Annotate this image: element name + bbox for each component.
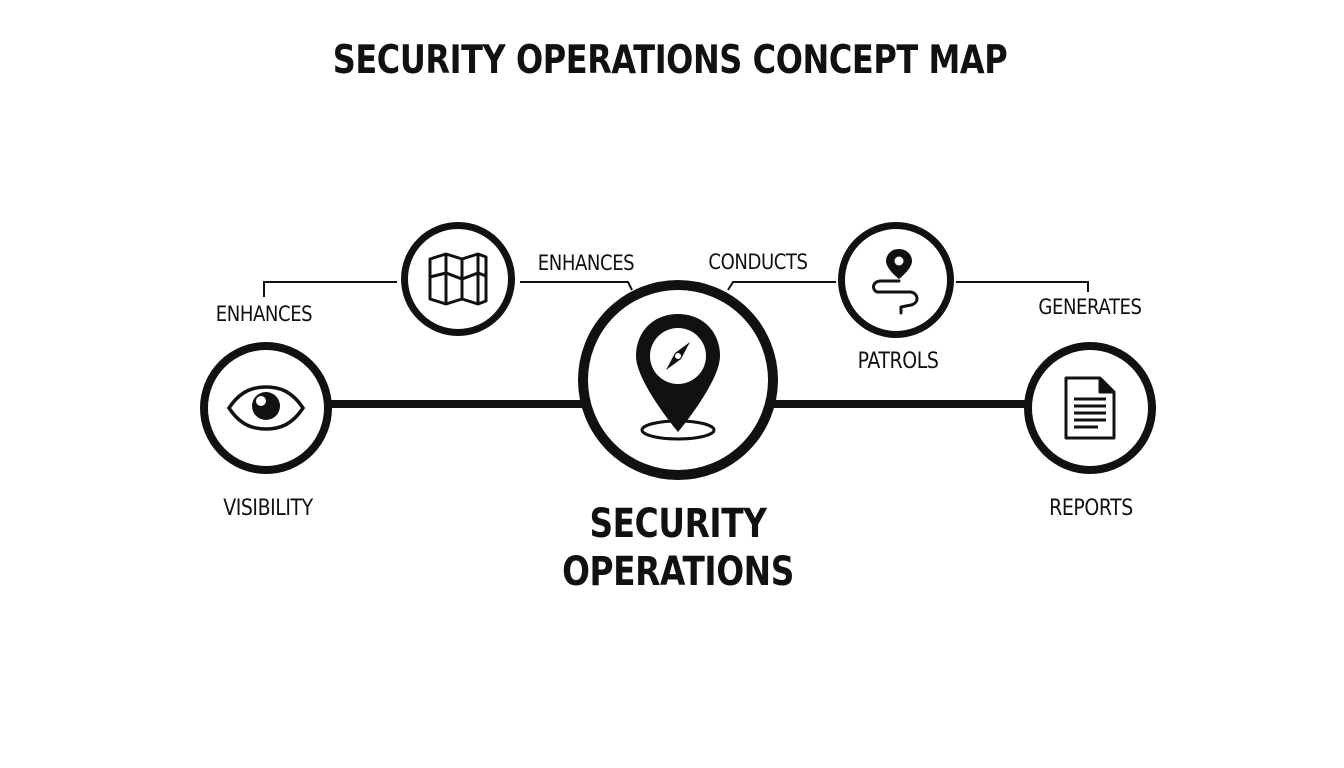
node-label-security-operations: SECURITY OPERATIONS [562,500,794,596]
node-label-patrols: PATROLS [857,349,939,374]
link-center-patrols [727,281,836,291]
link-visibility-map [263,281,397,297]
edge-label-visibility-map: ENHANCES [215,302,313,326]
node-label-visibility: VISIBILITY [223,496,313,521]
node-reports [1024,342,1156,474]
edge-label-map-center: ENHANCES [537,251,635,275]
center-label-line-1: SECURITY [589,501,767,547]
node-visibility [200,342,332,474]
edge-label-center-patrols: CONDUCTS [708,250,808,274]
document-icon [1064,376,1116,440]
center-label-line-2: OPERATIONS [562,549,794,595]
node-patrols [838,222,954,338]
page-title: SECURITY OPERATIONS CONCEPT MAP [332,38,1008,83]
edge-label-patrols-reports: GENERATES [1038,295,1142,319]
node-map [401,222,515,336]
folded-map-icon [428,252,488,306]
link-map-center [520,281,633,291]
location-pin-compass-icon [636,314,720,441]
link-patrols-reports [956,281,1089,292]
route-pin-icon [872,249,919,315]
eye-icon [226,385,306,431]
node-security-operations [578,280,778,480]
node-label-reports: REPORTS [1049,496,1133,521]
